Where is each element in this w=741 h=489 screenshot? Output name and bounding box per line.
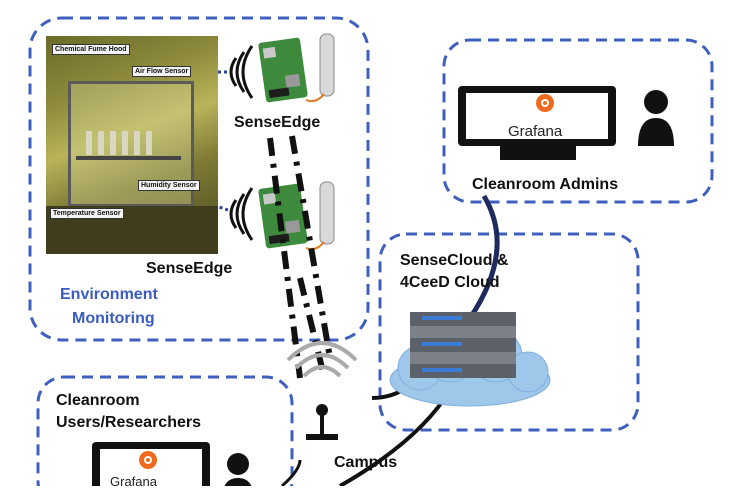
senseedge-label-bottom: SenseEdge [146,260,233,277]
server-rack-icon [410,312,516,378]
cleanroom-users-label-line1: Cleanroom [56,392,140,409]
cleanroom-users-label-line2: Users/Researchers [56,414,201,431]
senseedge-board-bottom [258,183,308,249]
wireless-link-top [267,137,303,379]
temperature-sensor-tag: Temperature Sensor [50,208,124,219]
senseedge-label-top: SenseEdge [234,114,321,131]
chemical-fume-hood-tag: Chemical Fume Hood [52,44,130,55]
grafana-wordmark-users: Grafana [110,474,157,489]
environment-label-line2: Monitoring [72,310,155,327]
environment-monitoring-region [28,16,370,342]
cleanroom-users-region [36,375,294,486]
senseedge-board-top [258,37,308,103]
shelf-shape [76,156,181,160]
grafana-logo-users-icon [139,451,157,469]
bottles-shape [86,131,156,155]
link-admins-server [467,194,500,320]
humidity-sensor-tag: Humidity Sensor [138,180,200,191]
admin-monitor-icon [458,86,616,160]
grafana-wordmark-admin: Grafana [508,123,563,140]
sensor-stick-top [305,33,335,103]
sensor-stick-bottom [305,181,335,251]
wireless-link-bottom [297,277,327,377]
air-flow-sensor-tag: Air Flow Sensor [132,66,192,77]
cleanroom-admins-region [442,38,714,204]
cleanroom-photo: Chemical Fume Hood Air Flow Sensor Humid… [46,36,218,254]
users-person-icon [224,453,252,486]
wifi-signal-icon-top [229,45,254,99]
wifi-signal-icon-bottom [229,187,254,241]
admin-person-icon [638,90,674,146]
cleanroom-admins-label: Cleanroom Admins [472,176,619,193]
sensecloud-label-line1: SenseCloud & [400,252,509,269]
grafana-logo-admin-icon [536,94,554,112]
campus-access-point-icon [286,341,358,440]
wired-link-users-campus [281,459,302,486]
environment-label-line1: Environment [60,286,158,303]
sensecloud-label-line2: 4CeeD Cloud [400,274,500,291]
campus-label: Campus [334,454,398,471]
